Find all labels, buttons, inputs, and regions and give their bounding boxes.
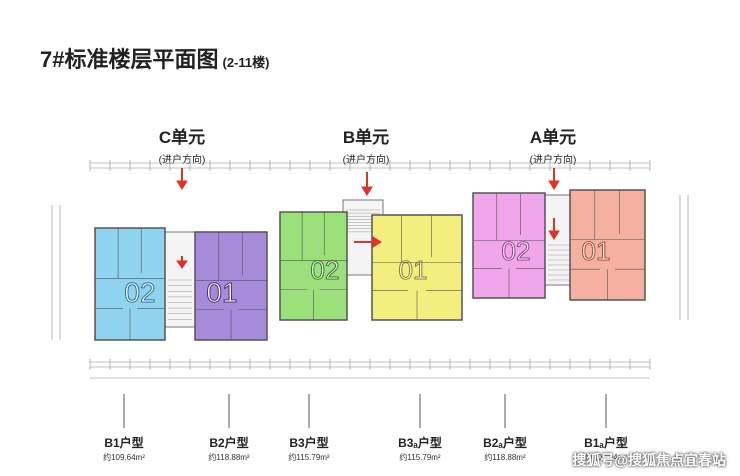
- type-name: B3ₐ户型: [398, 436, 442, 450]
- watermark: 搜狐号@搜狐焦点宜春站: [572, 452, 726, 468]
- type-area: 约118.88m²: [208, 453, 250, 462]
- type-area: 约115.79m²: [288, 453, 330, 462]
- type-area: 约115.79m²: [399, 453, 441, 462]
- type-label-b3a: B3ₐ户型 约115.79m²: [375, 434, 465, 463]
- type-name: B1户型: [104, 436, 144, 450]
- type-label-b3: B3户型 约115.79m²: [264, 434, 354, 463]
- type-name: B3户型: [289, 436, 329, 450]
- apartment-02-c: 02: [94, 227, 166, 341]
- arrow-down-icon: [548, 168, 560, 190]
- type-area: 约118.88m²: [484, 453, 526, 462]
- arrow-down-icon: [548, 218, 560, 240]
- arrow-down-icon: [176, 168, 188, 190]
- unit-direction: (进户方向): [529, 155, 577, 166]
- apartment-number: 01: [206, 277, 237, 308]
- apartment-fill: [371, 214, 463, 321]
- type-name: B1ₐ户型: [584, 436, 628, 450]
- unit-name: C单元: [158, 128, 206, 147]
- apartment-number: 02: [311, 255, 340, 285]
- page-title: 7#标准楼层平面图(2-11楼): [40, 42, 269, 74]
- unit-direction: (进户方向): [342, 155, 390, 166]
- type-label-b1a: B1ₐ户型 约109.64m²: [561, 434, 651, 463]
- dimension-ticks: [89, 160, 651, 370]
- apartment-number: 01: [582, 236, 611, 266]
- arrow-down-icon: [176, 256, 188, 269]
- title-floors: (2-11楼): [222, 55, 270, 70]
- type-name: B2户型: [209, 436, 249, 450]
- interior-walls: [95, 190, 645, 340]
- apartment-number: 01: [399, 255, 428, 285]
- type-name: B2ₐ户型: [483, 436, 527, 450]
- entry-arrows: [176, 168, 560, 269]
- apartment-number: 02: [502, 236, 531, 266]
- type-area: 约109.64m²: [103, 453, 145, 462]
- arrow-down-icon: [361, 172, 373, 196]
- unit-direction: (进户方向): [158, 155, 206, 166]
- apartment-02-a: 02: [472, 192, 546, 299]
- unit-name: B单元: [342, 128, 390, 147]
- unit-name: A单元: [529, 128, 577, 147]
- type-label-b2a: B2ₐ户型 约118.88m²: [460, 434, 550, 463]
- type-area: 约109.64m²: [585, 453, 627, 462]
- leader-lines: [123, 394, 607, 428]
- type-label-b2: B2户型 约118.88m²: [184, 434, 274, 463]
- apartment-01-b: 01: [371, 214, 463, 321]
- type-label-b1: B1户型 约109.64m²: [79, 434, 169, 463]
- title-main: 7#标准楼层平面图: [40, 47, 219, 72]
- apartment-number: 02: [124, 277, 155, 308]
- unit-label-b: B单元 (进户方向): [321, 123, 411, 166]
- stair-core-c: [164, 231, 196, 328]
- arrow-right-icon: [354, 236, 382, 248]
- unit-label-a: A单元 (进户方向): [508, 123, 598, 166]
- unit-label-c: C单元 (进户方向): [137, 123, 227, 166]
